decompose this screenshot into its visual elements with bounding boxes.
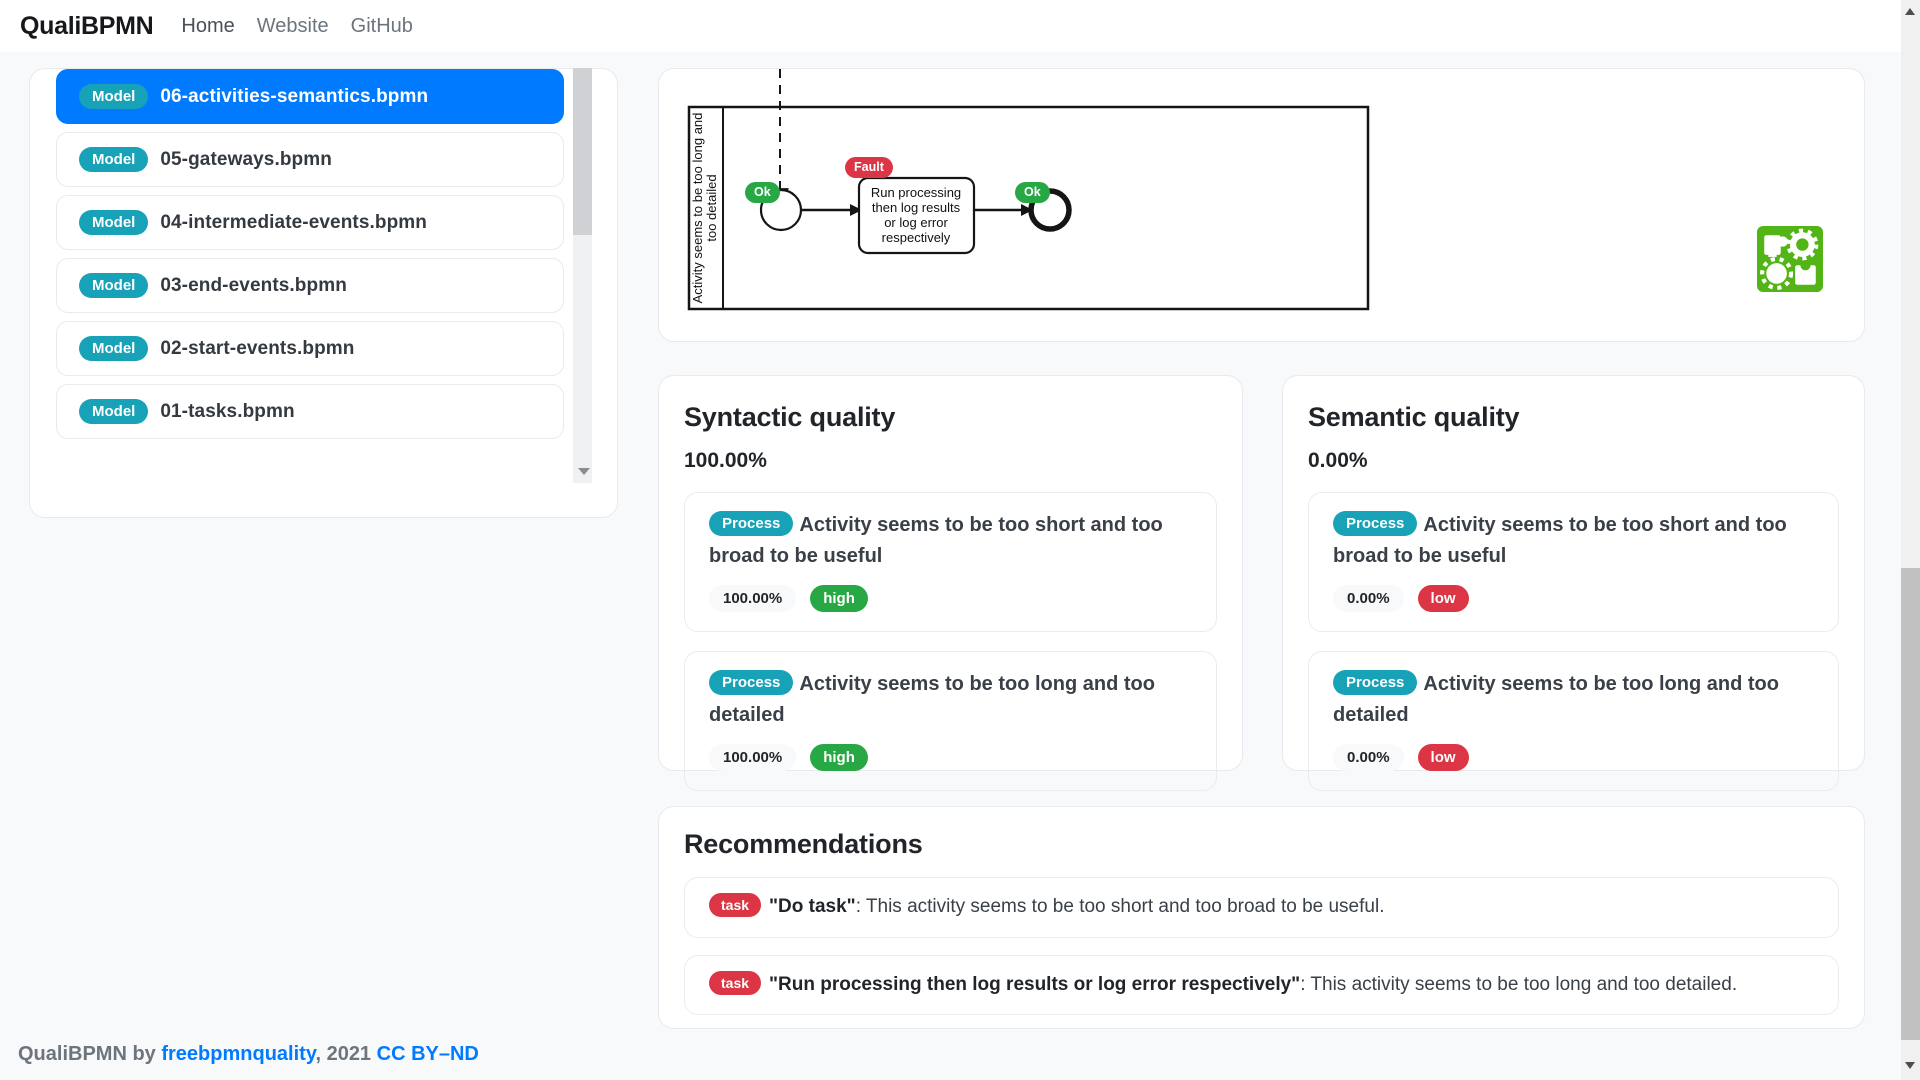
bpmn-io-logo-icon xyxy=(1757,226,1823,292)
percent-badge: 100.00% xyxy=(709,744,797,771)
lane-label-line1: Activity seems to be too long and xyxy=(690,113,705,304)
process-badge: Process xyxy=(1333,511,1418,536)
process-badge: Process xyxy=(709,511,794,536)
recommendation-2: task "Run processing then log results or … xyxy=(684,954,1839,1015)
scrollbar-thumb[interactable] xyxy=(1901,568,1920,1040)
bpmn-flow-2-arrowhead-icon xyxy=(1021,204,1033,216)
syntactic-quality-title: Syntactic quality xyxy=(684,402,896,432)
model-item-label: 05-gateways.bpmn xyxy=(160,148,332,170)
task-text-line4: respectively xyxy=(882,230,951,245)
recommendation-1: task "Do task": This activity seems to be… xyxy=(684,877,1839,938)
level-badge-low: low xyxy=(1417,585,1469,612)
task-badge: task xyxy=(709,970,762,995)
footer-link-cc-by-nd[interactable]: CC BY–ND xyxy=(376,1043,479,1065)
browser-scrollbar[interactable] xyxy=(1901,0,1920,1080)
task-fault-badge: Fault xyxy=(845,157,893,178)
model-badge: Model xyxy=(79,273,149,298)
task-text-line2: then log results xyxy=(872,200,961,215)
percent-badge: 0.00% xyxy=(1333,744,1404,771)
finding-badges: 0.00% low xyxy=(1333,744,1814,771)
footer-middle: , 2021 xyxy=(315,1043,377,1065)
scrollbar-up-arrow-icon[interactable] xyxy=(1905,8,1915,15)
brand-qualibpmn[interactable]: QualiBPMN xyxy=(20,11,154,40)
sidebar-item-05-gateways[interactable]: Model 05-gateways.bpmn xyxy=(56,132,564,187)
model-list-panel: Model 06-activities-semantics.bpmn Model… xyxy=(29,68,618,518)
model-item-label: 03-end-events.bpmn xyxy=(160,274,347,296)
footer-link-freebpmnquality[interactable]: freebpmnquality xyxy=(161,1043,316,1065)
model-item-label: 02-start-events.bpmn xyxy=(160,337,355,359)
level-badge-high: high xyxy=(810,744,868,771)
bpmn-diagram-viewer[interactable]: Activity seems to be too long and too de… xyxy=(658,68,1865,342)
model-badge: Model xyxy=(79,336,149,361)
sidebar-item-03-end-events[interactable]: Model 03-end-events.bpmn xyxy=(56,258,564,313)
top-navbar: QualiBPMN Home Website GitHub xyxy=(0,0,1901,52)
nav-links: Home Website GitHub xyxy=(181,15,413,38)
model-item-label: 01-tasks.bpmn xyxy=(160,400,295,422)
recommendations-title: Recommendations xyxy=(684,829,923,859)
recommendations-card: Recommendations task"Do task": This acti… xyxy=(658,806,1865,1029)
sidebar-item-06-activities-semantics[interactable]: Model 06-activities-semantics.bpmn xyxy=(56,69,564,124)
bpmn-flow-1-arrowhead-icon xyxy=(850,204,862,216)
recommendation-text: : This activity seems to be too short an… xyxy=(855,896,1385,917)
percent-badge: 100.00% xyxy=(709,585,797,612)
model-item-label: 06-activities-semantics.bpmn xyxy=(160,85,429,107)
percent-badge: 0.00% xyxy=(1333,585,1404,612)
model-list-scrollbar-down-arrow-icon[interactable] xyxy=(578,468,590,475)
model-badge: Model xyxy=(79,399,149,424)
finding-badges: 0.00% low xyxy=(1333,585,1814,612)
model-badge: Model xyxy=(79,147,149,172)
footer-prefix: QualiBPMN by xyxy=(18,1043,162,1065)
syntactic-quality-score: 100.00% xyxy=(684,449,767,472)
recommendation-element-name: "Run processing then log results or log … xyxy=(769,973,1301,995)
level-badge-high: high xyxy=(810,585,868,612)
recommendation-element-name: "Do task" xyxy=(769,896,856,917)
lane-label-line2: too detailed xyxy=(704,174,719,241)
nav-link-github[interactable]: GitHub xyxy=(350,14,413,37)
model-item-label: 04-intermediate-events.bpmn xyxy=(160,211,428,233)
semantic-quality-score: 0.00% xyxy=(1308,449,1368,472)
bpmn-task xyxy=(857,176,976,255)
process-badge: Process xyxy=(709,670,794,695)
process-badge: Process xyxy=(1333,670,1418,695)
sidebar-item-04-intermediate-events[interactable]: Model 04-intermediate-events.bpmn xyxy=(56,195,564,250)
model-badge: Model xyxy=(79,84,149,109)
end-event-ok-badge: Ok xyxy=(1015,182,1050,203)
model-badge: Model xyxy=(79,210,149,235)
start-event-ok-badge: Ok xyxy=(745,182,780,203)
recommendation-text: : This activity seems to be too long and… xyxy=(1300,973,1738,995)
finding-badges: 100.00% high xyxy=(709,585,1192,612)
nav-link-website[interactable]: Website xyxy=(256,14,329,37)
footer: QualiBPMN by freebpmnquality, 2021 CC BY… xyxy=(18,1043,479,1066)
task-text-line3: or log error xyxy=(884,215,948,230)
task-text-line1: Run processing xyxy=(871,185,961,200)
task-badge: task xyxy=(709,893,762,917)
model-list-scrollbar-thumb[interactable] xyxy=(573,68,592,235)
scrollbar-down-arrow-icon[interactable] xyxy=(1905,1062,1915,1069)
semantic-quality-title: Semantic quality xyxy=(1308,402,1520,432)
bpmn-canvas: Activity seems to be too long and too de… xyxy=(687,69,1370,311)
sidebar-item-01-tasks[interactable]: Model 01-tasks.bpmn xyxy=(56,384,564,439)
finding-badges: 100.00% high xyxy=(709,744,1192,771)
level-badge-low: low xyxy=(1417,744,1469,771)
nav-link-home[interactable]: Home xyxy=(181,14,235,37)
sidebar-item-02-start-events[interactable]: Model 02-start-events.bpmn xyxy=(56,321,564,376)
